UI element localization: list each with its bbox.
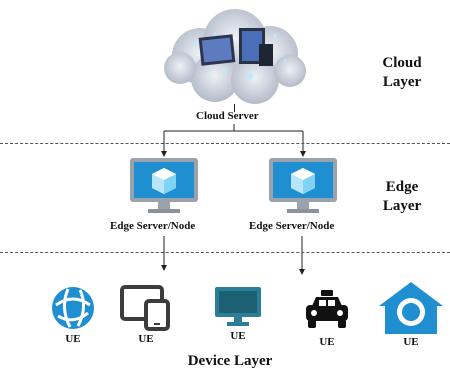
ue-label-4: UE: [319, 336, 335, 348]
ue-globe-icon: [50, 285, 96, 331]
cloud-server-label: Cloud Server: [196, 110, 259, 122]
cloud-layer-title: Cloud Layer: [382, 55, 422, 90]
edge-node-right-label: Edge Server/Node: [249, 220, 335, 232]
ue-label-3: UE: [230, 330, 246, 342]
edge-node-left-label: Edge Server/Node: [110, 220, 196, 232]
ue-monitor-icon: [213, 285, 263, 327]
edge-server-right-icon: [267, 156, 339, 216]
ue-label-2: UE: [138, 333, 154, 345]
edge-device-separator: [0, 252, 450, 253]
edge-layer-title: Edge Layer: [382, 179, 422, 214]
cloud-server-icon: [155, 6, 315, 111]
ue-label-5: UE: [403, 336, 419, 348]
ue-taxi-icon: [304, 290, 350, 330]
edge-server-left-icon: [128, 156, 200, 216]
ue-tablet-phone-icon: [120, 285, 172, 331]
ue-label-1: UE: [65, 333, 81, 345]
cloud-connector-line: [234, 104, 235, 112]
ue-home-camera-icon: [377, 280, 445, 336]
cloud-edge-separator: [0, 143, 450, 144]
device-layer-title: Device Layer: [187, 353, 273, 369]
